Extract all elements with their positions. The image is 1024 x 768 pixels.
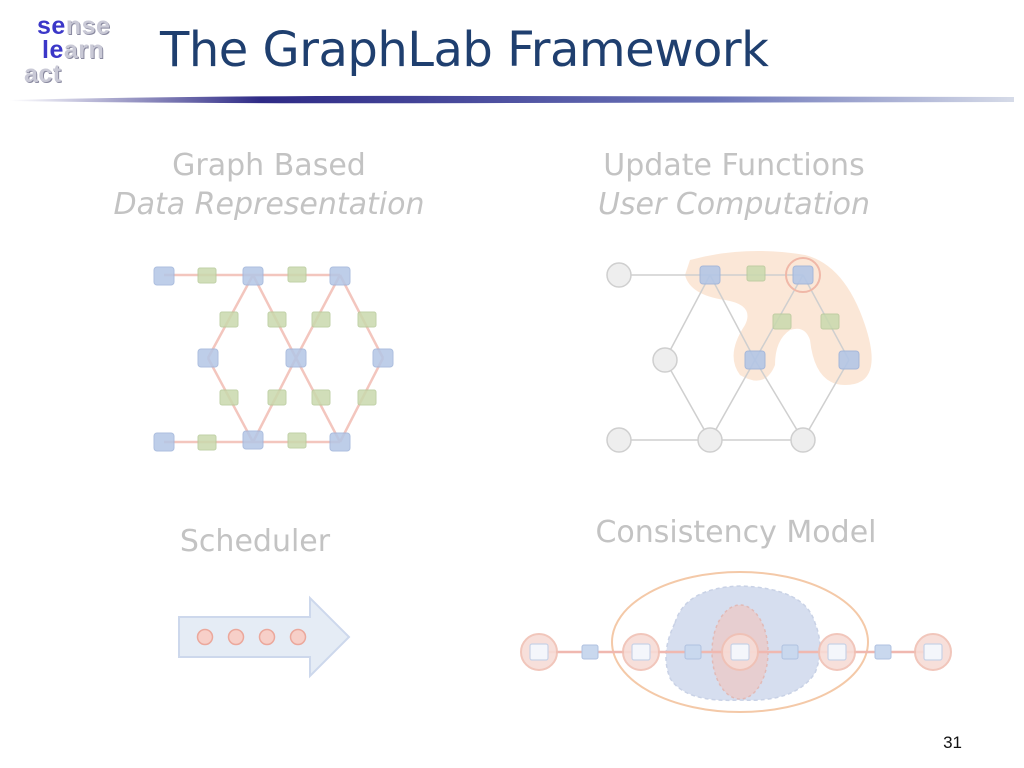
graph-based-caption: Graph Based Data Representation	[104, 148, 434, 222]
user-computation-subheading: User Computation	[597, 187, 871, 222]
update-functions-caption: Update Functions User Computation	[574, 148, 894, 222]
slide-page-number: 31	[943, 733, 962, 752]
data-representation-subheading: Data Representation	[113, 187, 425, 222]
logo-act: act	[24, 60, 62, 88]
scheduler-arrow-diagram	[178, 595, 351, 679]
slide-title: The GraphLab Framework	[160, 22, 769, 78]
title-underline	[10, 95, 1014, 104]
sense-learn-act-logo: sense learn act	[22, 14, 130, 92]
scheduler-caption: Scheduler	[179, 524, 331, 559]
consistency-model-diagram	[520, 571, 952, 713]
graph-based-heading: Graph Based	[172, 148, 366, 183]
logo-arn: arn	[63, 36, 105, 64]
consistency-model-caption: Consistency Model	[595, 515, 877, 550]
logo-nse: nse	[65, 12, 111, 40]
logo-se: se	[37, 12, 66, 40]
update-functions-heading: Update Functions	[603, 148, 865, 183]
data-graph-diagram	[153, 266, 394, 452]
update-function-diagram	[606, 251, 872, 453]
logo-le: le	[42, 36, 64, 64]
